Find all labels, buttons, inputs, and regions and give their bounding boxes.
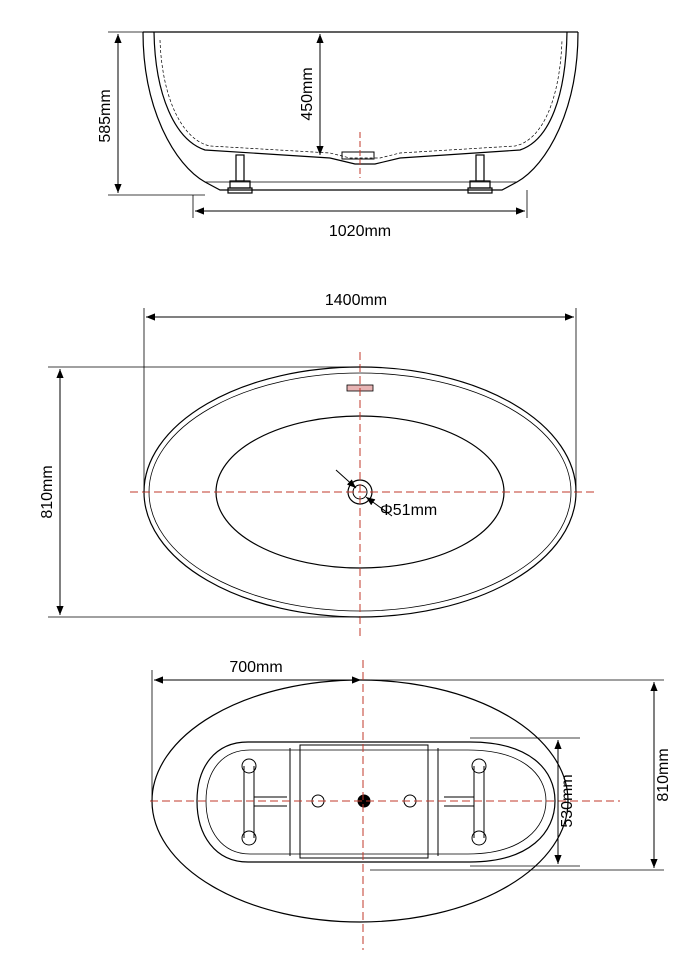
support-frame-outer [196,741,556,863]
side-view [142,31,579,194]
inner-hatch [159,39,563,159]
height-inner-label: 450mm [299,67,316,120]
left-foot [227,154,253,194]
right-foot [467,154,493,194]
right-foot-assembly [444,758,487,846]
support-frame-inner [205,749,547,855]
drain-body [341,151,375,160]
width-label: 810mm [39,465,56,518]
inner-shell [153,31,568,165]
frame-width-label: 530mm [559,774,576,827]
bottom-width-label: 810mm [655,748,672,801]
drain-diameter-label: Φ51mm [380,502,437,519]
side-dimensions [108,31,528,218]
bottom-dimensions [151,670,664,871]
height-total-label: 585mm [97,89,114,142]
left-foot-assembly [241,758,287,846]
outer-shell [142,31,579,191]
top-dimensions [48,308,577,618]
base-length-label: 1020mm [329,223,391,240]
length-label: 1400mm [325,292,387,309]
half-length-label: 700mm [229,659,282,676]
